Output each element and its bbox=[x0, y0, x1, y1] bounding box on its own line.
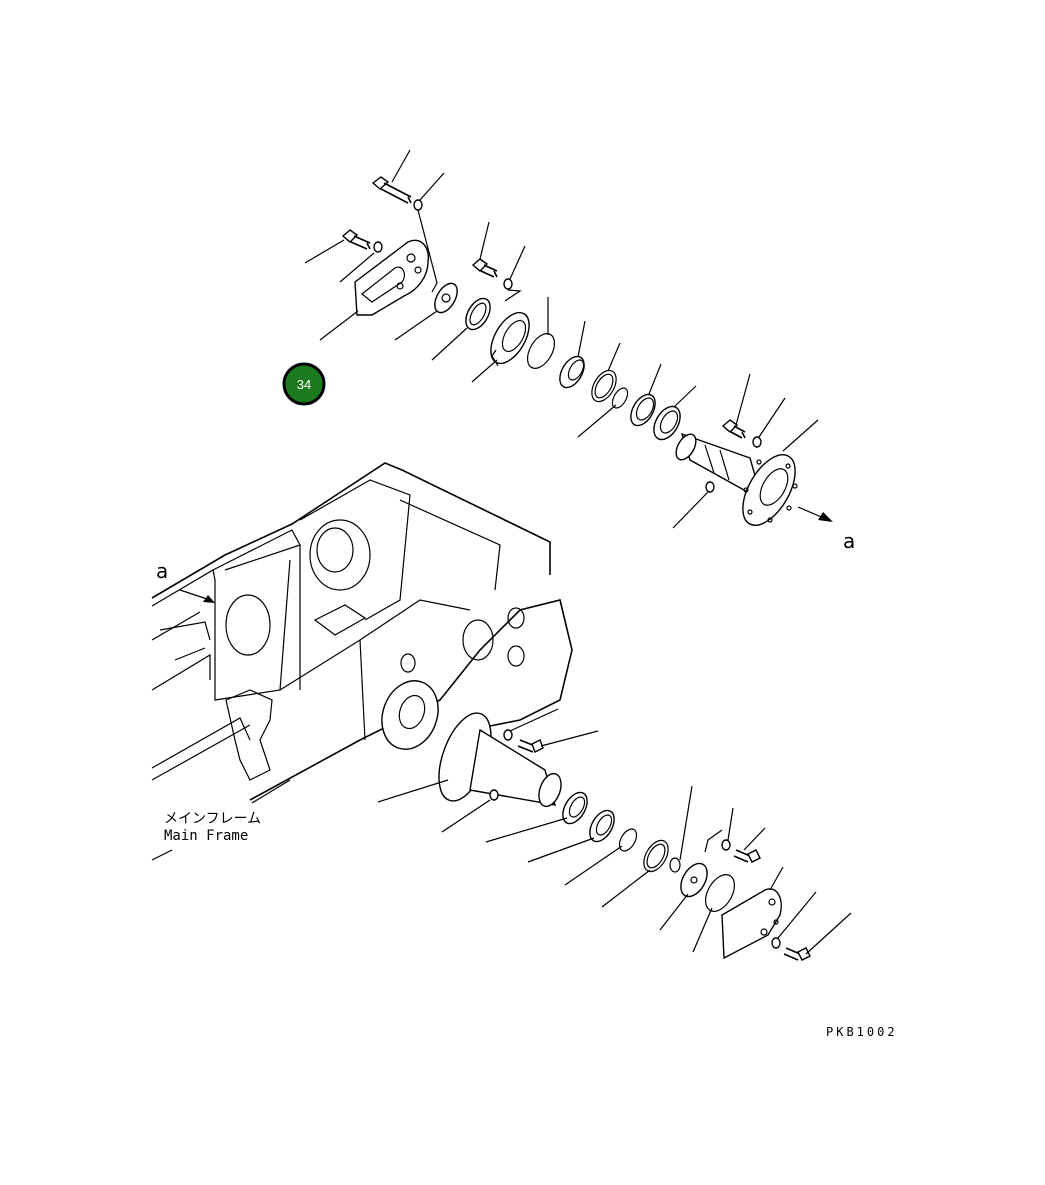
upper-snap-ring bbox=[591, 342, 621, 403]
upper-bearing-1 bbox=[630, 363, 662, 427]
upper-small-ring bbox=[577, 387, 629, 438]
lower-bolt-right bbox=[733, 827, 766, 863]
lower-seal-1 bbox=[485, 791, 588, 843]
lower-shaft bbox=[377, 712, 562, 833]
lower-cover-plate bbox=[721, 866, 784, 960]
callout-badge[interactable]: 34 bbox=[282, 362, 326, 406]
upper-hub bbox=[559, 320, 586, 389]
lower-washer bbox=[721, 807, 734, 851]
direction-arrow bbox=[797, 506, 833, 522]
upper-washer-1 bbox=[413, 172, 445, 293]
upper-long-bolt bbox=[371, 149, 412, 204]
upper-assembly bbox=[304, 149, 833, 529]
lower-snap-ring bbox=[601, 839, 669, 908]
upper-o-ring bbox=[526, 297, 556, 369]
lower-bolt-top bbox=[503, 708, 599, 753]
upper-bolt-2 bbox=[471, 221, 526, 302]
lower-hub bbox=[659, 829, 723, 931]
drawing-code: PKB1002 bbox=[826, 1025, 898, 1039]
lower-small-ring bbox=[669, 785, 693, 873]
upper-cover-plate bbox=[319, 239, 429, 341]
label-a-right: a bbox=[843, 529, 855, 553]
lower-bolt-bottom bbox=[771, 891, 852, 961]
lower-ring-1 bbox=[564, 828, 638, 886]
upper-shaft bbox=[672, 419, 819, 529]
upper-cap bbox=[471, 311, 530, 383]
main-frame-label-en: Main Frame bbox=[164, 828, 248, 844]
callout-number[interactable]: 34 bbox=[297, 377, 311, 392]
upper-flange bbox=[394, 282, 458, 341]
upper-seal-ring bbox=[431, 297, 491, 361]
upper-flange-bolt bbox=[721, 373, 786, 448]
main-frame bbox=[151, 462, 573, 861]
callout-badge-circle[interactable] bbox=[282, 362, 326, 406]
lower-seal-2 bbox=[527, 809, 615, 863]
label-a-left: a bbox=[156, 559, 168, 583]
lower-assembly bbox=[377, 708, 852, 961]
main-frame-label-jp: メインフレーム bbox=[164, 811, 261, 827]
upper-short-bolt-left bbox=[304, 229, 383, 283]
upper-bearing-2 bbox=[653, 385, 697, 441]
lower-o-ring bbox=[692, 874, 736, 953]
